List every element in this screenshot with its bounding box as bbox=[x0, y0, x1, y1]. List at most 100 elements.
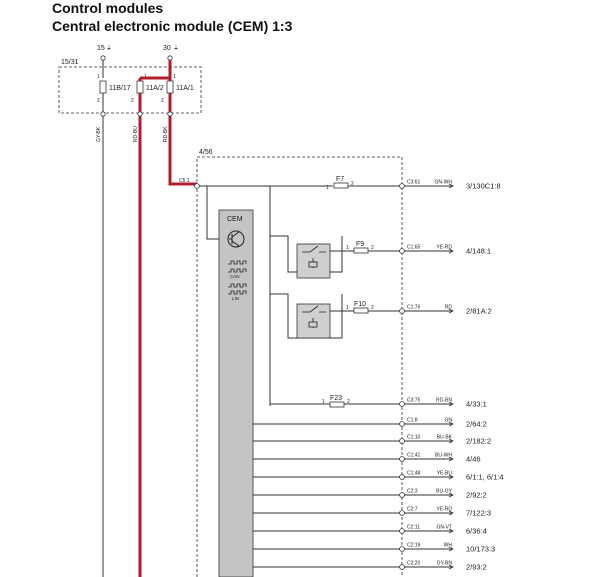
fuse-11b-17-label: 11B/17 bbox=[109, 85, 131, 92]
connector-label: C1:65 bbox=[407, 245, 421, 251]
fuse-11a-2-label: 11A/2 bbox=[146, 85, 164, 92]
wire-color-label: BU-BK bbox=[437, 435, 453, 441]
arrow-icon bbox=[448, 308, 454, 314]
lin-label: LIN bbox=[232, 296, 239, 301]
pin-label: 2 bbox=[161, 98, 164, 104]
fuse-f7-label: F7 bbox=[336, 176, 344, 183]
arrow-icon bbox=[448, 492, 454, 498]
connector-node bbox=[137, 111, 143, 117]
connector-node bbox=[399, 456, 405, 462]
destination-label: 4/33:1 bbox=[466, 400, 487, 409]
wire-to-transistor bbox=[206, 186, 223, 240]
arrow-icon bbox=[448, 546, 454, 552]
connector-node bbox=[167, 111, 173, 117]
destination-label: 2/64:2 bbox=[466, 420, 487, 429]
input-connector-label: C5:1 bbox=[179, 178, 190, 184]
connector-node bbox=[399, 248, 405, 254]
wire-color-label: RD-BU bbox=[133, 126, 139, 142]
connector-label: C2:11 bbox=[407, 525, 420, 531]
connector-node bbox=[399, 546, 405, 552]
connector-node bbox=[399, 183, 405, 189]
destination-label: 4/46 bbox=[466, 455, 481, 464]
terminal-15-symbol: ⏚ bbox=[106, 45, 112, 52]
fuse-box-15-31 bbox=[58, 66, 202, 114]
can-bus-icon bbox=[228, 260, 247, 273]
pin-label: 2 bbox=[351, 181, 354, 187]
lin-bus-icon bbox=[228, 283, 247, 295]
connector-label: C1:8 bbox=[407, 418, 418, 424]
fuse-11b-17 bbox=[99, 80, 107, 94]
arrow-icon bbox=[448, 474, 454, 480]
fuse-11a-2 bbox=[136, 80, 144, 94]
arrow-icon bbox=[448, 401, 454, 407]
connector-label: C2:3 bbox=[407, 489, 418, 495]
pin-label: 1 bbox=[97, 74, 100, 80]
arrow-icon bbox=[448, 456, 454, 462]
terminal-30-node bbox=[167, 55, 173, 61]
connector-node bbox=[399, 492, 405, 498]
fuse-f9-label: F9 bbox=[356, 241, 364, 248]
relay-supply-wires bbox=[270, 235, 343, 339]
connector-node bbox=[399, 421, 405, 427]
wire-color-label: GY-BK bbox=[96, 126, 102, 142]
relay-f9 bbox=[296, 243, 331, 279]
destination-label: 2/92:2 bbox=[466, 491, 487, 500]
destination-label: 2/182:2 bbox=[466, 437, 491, 446]
fuse-f10-label: F10 bbox=[354, 301, 366, 308]
connector-label: C1:76 bbox=[407, 305, 421, 311]
fuse-f23: F23 1 2 bbox=[322, 395, 350, 408]
wire-color-label: BU-GY bbox=[436, 489, 453, 495]
destination-label: 2/93:2 bbox=[466, 563, 487, 572]
destination-label: 10/173:3 bbox=[466, 545, 495, 554]
cem-box-outline bbox=[196, 156, 403, 577]
fuse-11a-1 bbox=[166, 80, 174, 94]
wire-color-label: YE-BU bbox=[437, 471, 453, 477]
pin-label: 2 bbox=[97, 98, 100, 104]
power-feed-wire bbox=[138, 60, 172, 81]
connector-label: C3:61 bbox=[407, 180, 421, 186]
pin-label: 1 bbox=[173, 74, 176, 80]
connector-label: C1:10 bbox=[407, 435, 421, 441]
connector-node bbox=[100, 111, 106, 117]
connector-node bbox=[399, 308, 405, 314]
wire-color-label: WH bbox=[444, 543, 453, 549]
wire-color-label: GY-BN bbox=[437, 561, 453, 567]
wire-color-label: RD-BK bbox=[163, 126, 169, 142]
destination-label: 3/130C1:8 bbox=[466, 182, 501, 191]
cem-module-label: CEM bbox=[227, 216, 243, 223]
arrow-icon bbox=[448, 528, 454, 534]
connector-node bbox=[399, 510, 405, 516]
arrow-icon bbox=[448, 564, 454, 570]
destination-label: 6/1:1, 6/1:4 bbox=[466, 473, 504, 482]
wire-color-label: GN-WH bbox=[435, 180, 453, 186]
pin-label: 2 bbox=[371, 305, 374, 311]
terminal-15-label: 15 bbox=[97, 45, 105, 52]
cem-module bbox=[218, 209, 254, 577]
connector-label: C2:19 bbox=[407, 543, 421, 549]
pin-label: 2 bbox=[347, 399, 350, 405]
arrow-icon bbox=[448, 438, 454, 444]
relay-f10 bbox=[296, 303, 331, 339]
page-subtitle: Central electronic module (CEM) 1:3 bbox=[52, 18, 293, 34]
arrow-icon bbox=[448, 421, 454, 427]
terminal-30-symbol: ⏚ bbox=[173, 45, 179, 52]
cem-box-label: 4/56 bbox=[199, 149, 213, 156]
terminal-30-label: 30 bbox=[163, 45, 171, 52]
wire-color-label: BU-WH bbox=[435, 453, 452, 459]
connector-node bbox=[399, 528, 405, 534]
connector-label: C1:48 bbox=[407, 471, 421, 477]
wire-color-label: YE-RD bbox=[436, 507, 452, 513]
destination-label: 4/148:1 bbox=[466, 247, 491, 256]
connector-node bbox=[399, 401, 405, 407]
fuse-box-label: 15/31 bbox=[61, 59, 79, 66]
connector-node bbox=[399, 474, 405, 480]
connector-node bbox=[399, 438, 405, 444]
wire-color-label: RD bbox=[445, 305, 453, 311]
arrow-icon bbox=[448, 248, 454, 254]
wire-color-label: YE-RD bbox=[436, 245, 452, 251]
connector-label: C2:7 bbox=[407, 507, 418, 513]
transistor-icon bbox=[227, 230, 245, 248]
pin-label: 2 bbox=[131, 98, 134, 104]
